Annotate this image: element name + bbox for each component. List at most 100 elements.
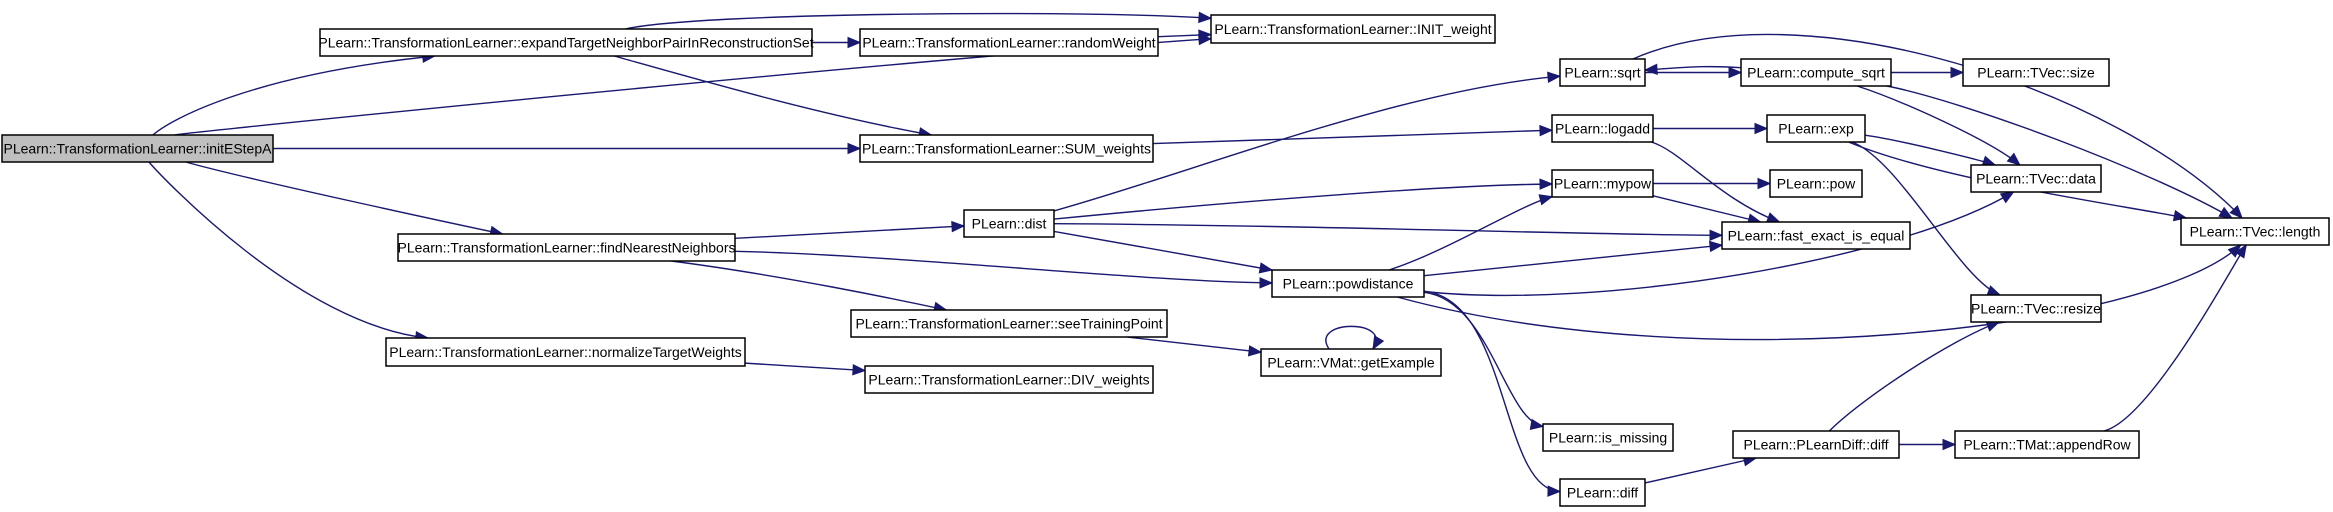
node-findNN[interactable]: PLearn::TransformationLearner::findNeare… — [397, 233, 736, 262]
edge-mypow-to-pow-arrowhead — [1757, 177, 1772, 190]
node-label-sqrt: PLearn::sqrt — [1564, 65, 1640, 81]
edge-compute_sqrt-to-TVec_data — [1857, 85, 2021, 166]
node-TVec_data[interactable]: PLearn::TVec::data — [1970, 164, 2102, 193]
edge-initEStepA-to-normalize — [148, 161, 428, 339]
edge-dist-to-powdistance — [1053, 230, 1273, 271]
node-box-compute_sqrt — [1740, 58, 1892, 87]
edge-appendRow-to-TVec_length — [2103, 244, 2247, 432]
node-box-DIV_weights — [864, 365, 1154, 394]
edge-powdistance-to-mypow-arrowhead — [1538, 194, 1554, 206]
edge-logadd-to-fast_exact-arrowhead — [1765, 212, 1781, 224]
node-initEStepA[interactable]: PLearn::TransformationLearner::initEStep… — [1, 134, 274, 163]
node-box-initEStepA — [1, 134, 274, 163]
edge-exp-to-TVec_data — [1864, 134, 1996, 166]
edge-getExample-to-getExample-arrowhead — [1372, 335, 1385, 351]
node-appendRow[interactable]: PLearn::TMat::appendRow — [1954, 430, 2140, 459]
edge-expand-to-SUM_weights — [614, 55, 932, 136]
node-seeTP[interactable]: PLearn::TransformationLearner::seeTraini… — [850, 309, 1168, 338]
edge-powdistance-to-TVec_length — [1397, 244, 2242, 341]
node-label-logadd: PLearn::logadd — [1555, 121, 1650, 137]
edge-exp-to-TVec_resize — [1851, 141, 2001, 296]
edge-expand-to-INIT_weight — [625, 12, 1212, 30]
edge-normalize-to-DIV_weights — [744, 362, 866, 372]
node-PLearnDiff[interactable]: PLearn::PLearnDiff::diff — [1732, 430, 1900, 459]
node-getExample[interactable]: PLearn::VMat::getExample — [1260, 348, 1442, 377]
node-label-mypow: PLearn::mypow — [1554, 176, 1652, 192]
node-diff[interactable]: PLearn::diff — [1559, 478, 1646, 507]
node-pow[interactable]: PLearn::pow — [1769, 169, 1863, 198]
edge-compute_sqrt-to-TVec_length-arrowhead — [2218, 206, 2234, 219]
node-compute_sqrt[interactable]: PLearn::compute_sqrt — [1740, 58, 1892, 87]
node-label-initEStepA: PLearn::TransformationLearner::initEStep… — [4, 141, 273, 157]
node-box-PLearnDiff — [1732, 430, 1900, 459]
node-box-expand — [319, 28, 813, 57]
edges-layer — [148, 11, 2247, 497]
node-label-seeTP: PLearn::TransformationLearner::seeTraini… — [855, 316, 1162, 332]
edge-dist-to-mypow — [1053, 183, 1553, 220]
edge-compute_sqrt-to-TVec_length — [1886, 85, 2233, 219]
edge-compute_sqrt-to-TVec_data-arrowhead — [2006, 152, 2021, 166]
edge-appendRow-to-TVec_length-arrowhead — [2234, 243, 2247, 259]
node-label-INIT_weight: PLearn::TransformationLearner::INIT_weig… — [1214, 21, 1491, 37]
node-box-TVec_resize — [1970, 294, 2102, 323]
node-box-normalize — [385, 337, 746, 367]
node-box-getExample — [1260, 348, 1442, 377]
node-box-logadd — [1551, 114, 1654, 143]
edge-logadd-to-fast_exact — [1650, 141, 1780, 223]
node-sqrt[interactable]: PLearn::sqrt — [1559, 58, 1646, 87]
node-label-expand: PLearn::TransformationLearner::expandTar… — [318, 35, 813, 51]
node-TVec_length[interactable]: PLearn::TVec::length — [2180, 217, 2330, 246]
node-label-TVec_resize: PLearn::TVec::resize — [1971, 301, 2101, 317]
edge-getExample-to-getExample — [1325, 325, 1377, 350]
node-label-getExample: PLearn::VMat::getExample — [1267, 355, 1435, 371]
edge-normalize-to-DIV_weights-arrowhead — [852, 364, 867, 376]
node-box-findNN — [397, 233, 736, 262]
edge-initEStepA-to-findNN — [185, 161, 503, 235]
node-powdistance[interactable]: PLearn::powdistance — [1271, 269, 1425, 298]
node-box-diff — [1559, 478, 1646, 507]
node-label-TVec_length: PLearn::TVec::length — [2190, 224, 2321, 240]
node-SUM_weights[interactable]: PLearn::TransformationLearner::SUM_weigh… — [859, 134, 1154, 163]
edge-dist-to-sqrt-arrowhead — [1547, 71, 1562, 83]
node-box-TVec_data — [1970, 164, 2102, 193]
node-DIV_weights[interactable]: PLearn::TransformationLearner::DIV_weigh… — [864, 365, 1154, 394]
nodes-layer: PLearn::TransformationLearner::initEStep… — [1, 14, 2330, 507]
node-randomWeight[interactable]: PLearn::TransformationLearner::randomWei… — [859, 28, 1159, 57]
node-label-pow: PLearn::pow — [1777, 176, 1856, 192]
node-TVec_resize[interactable]: PLearn::TVec::resize — [1970, 294, 2102, 323]
edge-seeTP-to-getExample-arrowhead — [1247, 345, 1263, 357]
edge-powdistance-to-is_missing-arrowhead — [1529, 418, 1545, 431]
node-logadd[interactable]: PLearn::logadd — [1551, 114, 1654, 143]
node-normalize[interactable]: PLearn::TransformationLearner::normalize… — [385, 337, 746, 367]
node-label-randomWeight: PLearn::TransformationLearner::randomWei… — [862, 35, 1155, 51]
node-box-sqrt — [1559, 58, 1646, 87]
node-label-diff: PLearn::diff — [1567, 485, 1638, 501]
edge-exp-to-TVec_resize-arrowhead — [1986, 285, 2002, 296]
edge-expand-to-INIT_weight-arrowhead — [1198, 11, 1213, 24]
node-box-powdistance — [1271, 269, 1425, 298]
node-fast_exact[interactable]: PLearn::fast_exact_is_equal — [1721, 221, 1911, 250]
node-dist[interactable]: PLearn::dist — [963, 209, 1055, 238]
node-exp[interactable]: PLearn::exp — [1766, 114, 1866, 143]
edge-SUM_weights-to-logadd — [1152, 129, 1553, 145]
node-label-exp: PLearn::exp — [1778, 121, 1854, 137]
node-mypow[interactable]: PLearn::mypow — [1551, 169, 1654, 198]
edge-compute_sqrt-to-sqrt-arrowhead — [1643, 63, 1658, 76]
node-INIT_weight[interactable]: PLearn::TransformationLearner::INIT_weig… — [1210, 14, 1496, 44]
edge-PLearnDiff-to-TVec_resize — [1828, 321, 2000, 432]
edge-powdistance-to-TVec_data — [1423, 191, 2014, 297]
node-box-SUM_weights — [859, 134, 1154, 163]
node-expand[interactable]: PLearn::TransformationLearner::expandTar… — [318, 28, 814, 57]
node-TVec_size[interactable]: PLearn::TVec::size — [1962, 58, 2110, 87]
edge-powdistance-to-diff-arrowhead — [1547, 485, 1562, 497]
node-label-compute_sqrt: PLearn::compute_sqrt — [1747, 65, 1885, 81]
node-label-SUM_weights: PLearn::TransformationLearner::SUM_weigh… — [862, 141, 1151, 157]
edge-sqrt-to-TVec_length-arrowhead — [2229, 204, 2244, 219]
node-box-seeTP — [850, 309, 1168, 338]
node-label-dist: PLearn::dist — [972, 216, 1047, 232]
node-box-mypow — [1551, 169, 1654, 198]
node-is_missing[interactable]: PLearn::is_missing — [1542, 423, 1674, 452]
node-label-findNN: PLearn::TransformationLearner::findNeare… — [398, 240, 736, 256]
node-box-INIT_weight — [1210, 14, 1496, 44]
